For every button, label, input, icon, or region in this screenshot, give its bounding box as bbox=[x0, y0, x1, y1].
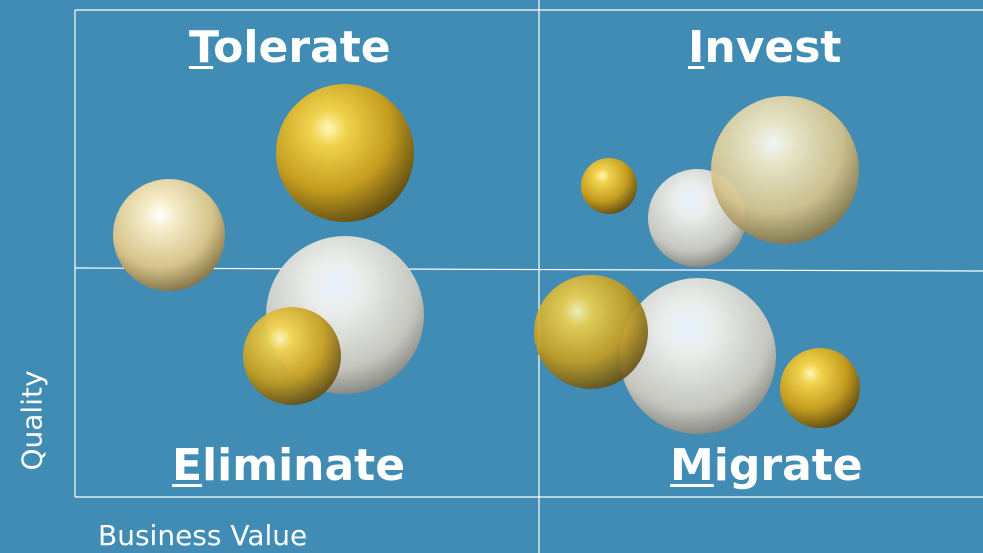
x-axis-label: Business Value bbox=[98, 519, 308, 552]
bubble-gold-tolerate-large bbox=[276, 84, 414, 222]
invest-rest: nvest bbox=[704, 22, 842, 73]
bubble-cream-invest-large bbox=[711, 96, 859, 244]
migrate-rest: igrate bbox=[713, 440, 863, 491]
bubbles bbox=[113, 84, 860, 434]
bubble-gold-migrate-right bbox=[780, 348, 860, 428]
quadrant-label-eliminate: Eliminate bbox=[172, 440, 405, 492]
y-axis-label: Quality bbox=[15, 370, 49, 471]
bubble-gold-invest-small bbox=[581, 158, 637, 214]
quadrant-label-invest: Invest bbox=[688, 22, 841, 74]
quadrant-label-migrate: Migrate bbox=[670, 440, 863, 492]
bubble-silver-migrate-large bbox=[620, 278, 776, 434]
grid-line-horizontal-center bbox=[74, 267, 983, 272]
bubble-gold-migrate-left bbox=[534, 275, 648, 389]
bubble-cream-tolerate bbox=[113, 179, 225, 291]
eliminate-rest: liminate bbox=[202, 440, 406, 491]
migrate-initial: M bbox=[670, 440, 714, 491]
quadrant-grid bbox=[74, 0, 983, 553]
bubble-gold-eliminate bbox=[243, 307, 341, 405]
eliminate-initial: E bbox=[172, 440, 203, 491]
quadrant-label-tolerate: Tolerate bbox=[189, 22, 391, 74]
tolerate-rest: olerate bbox=[213, 22, 391, 73]
tolerate-initial: T bbox=[189, 22, 214, 73]
invest-initial: I bbox=[688, 22, 705, 73]
